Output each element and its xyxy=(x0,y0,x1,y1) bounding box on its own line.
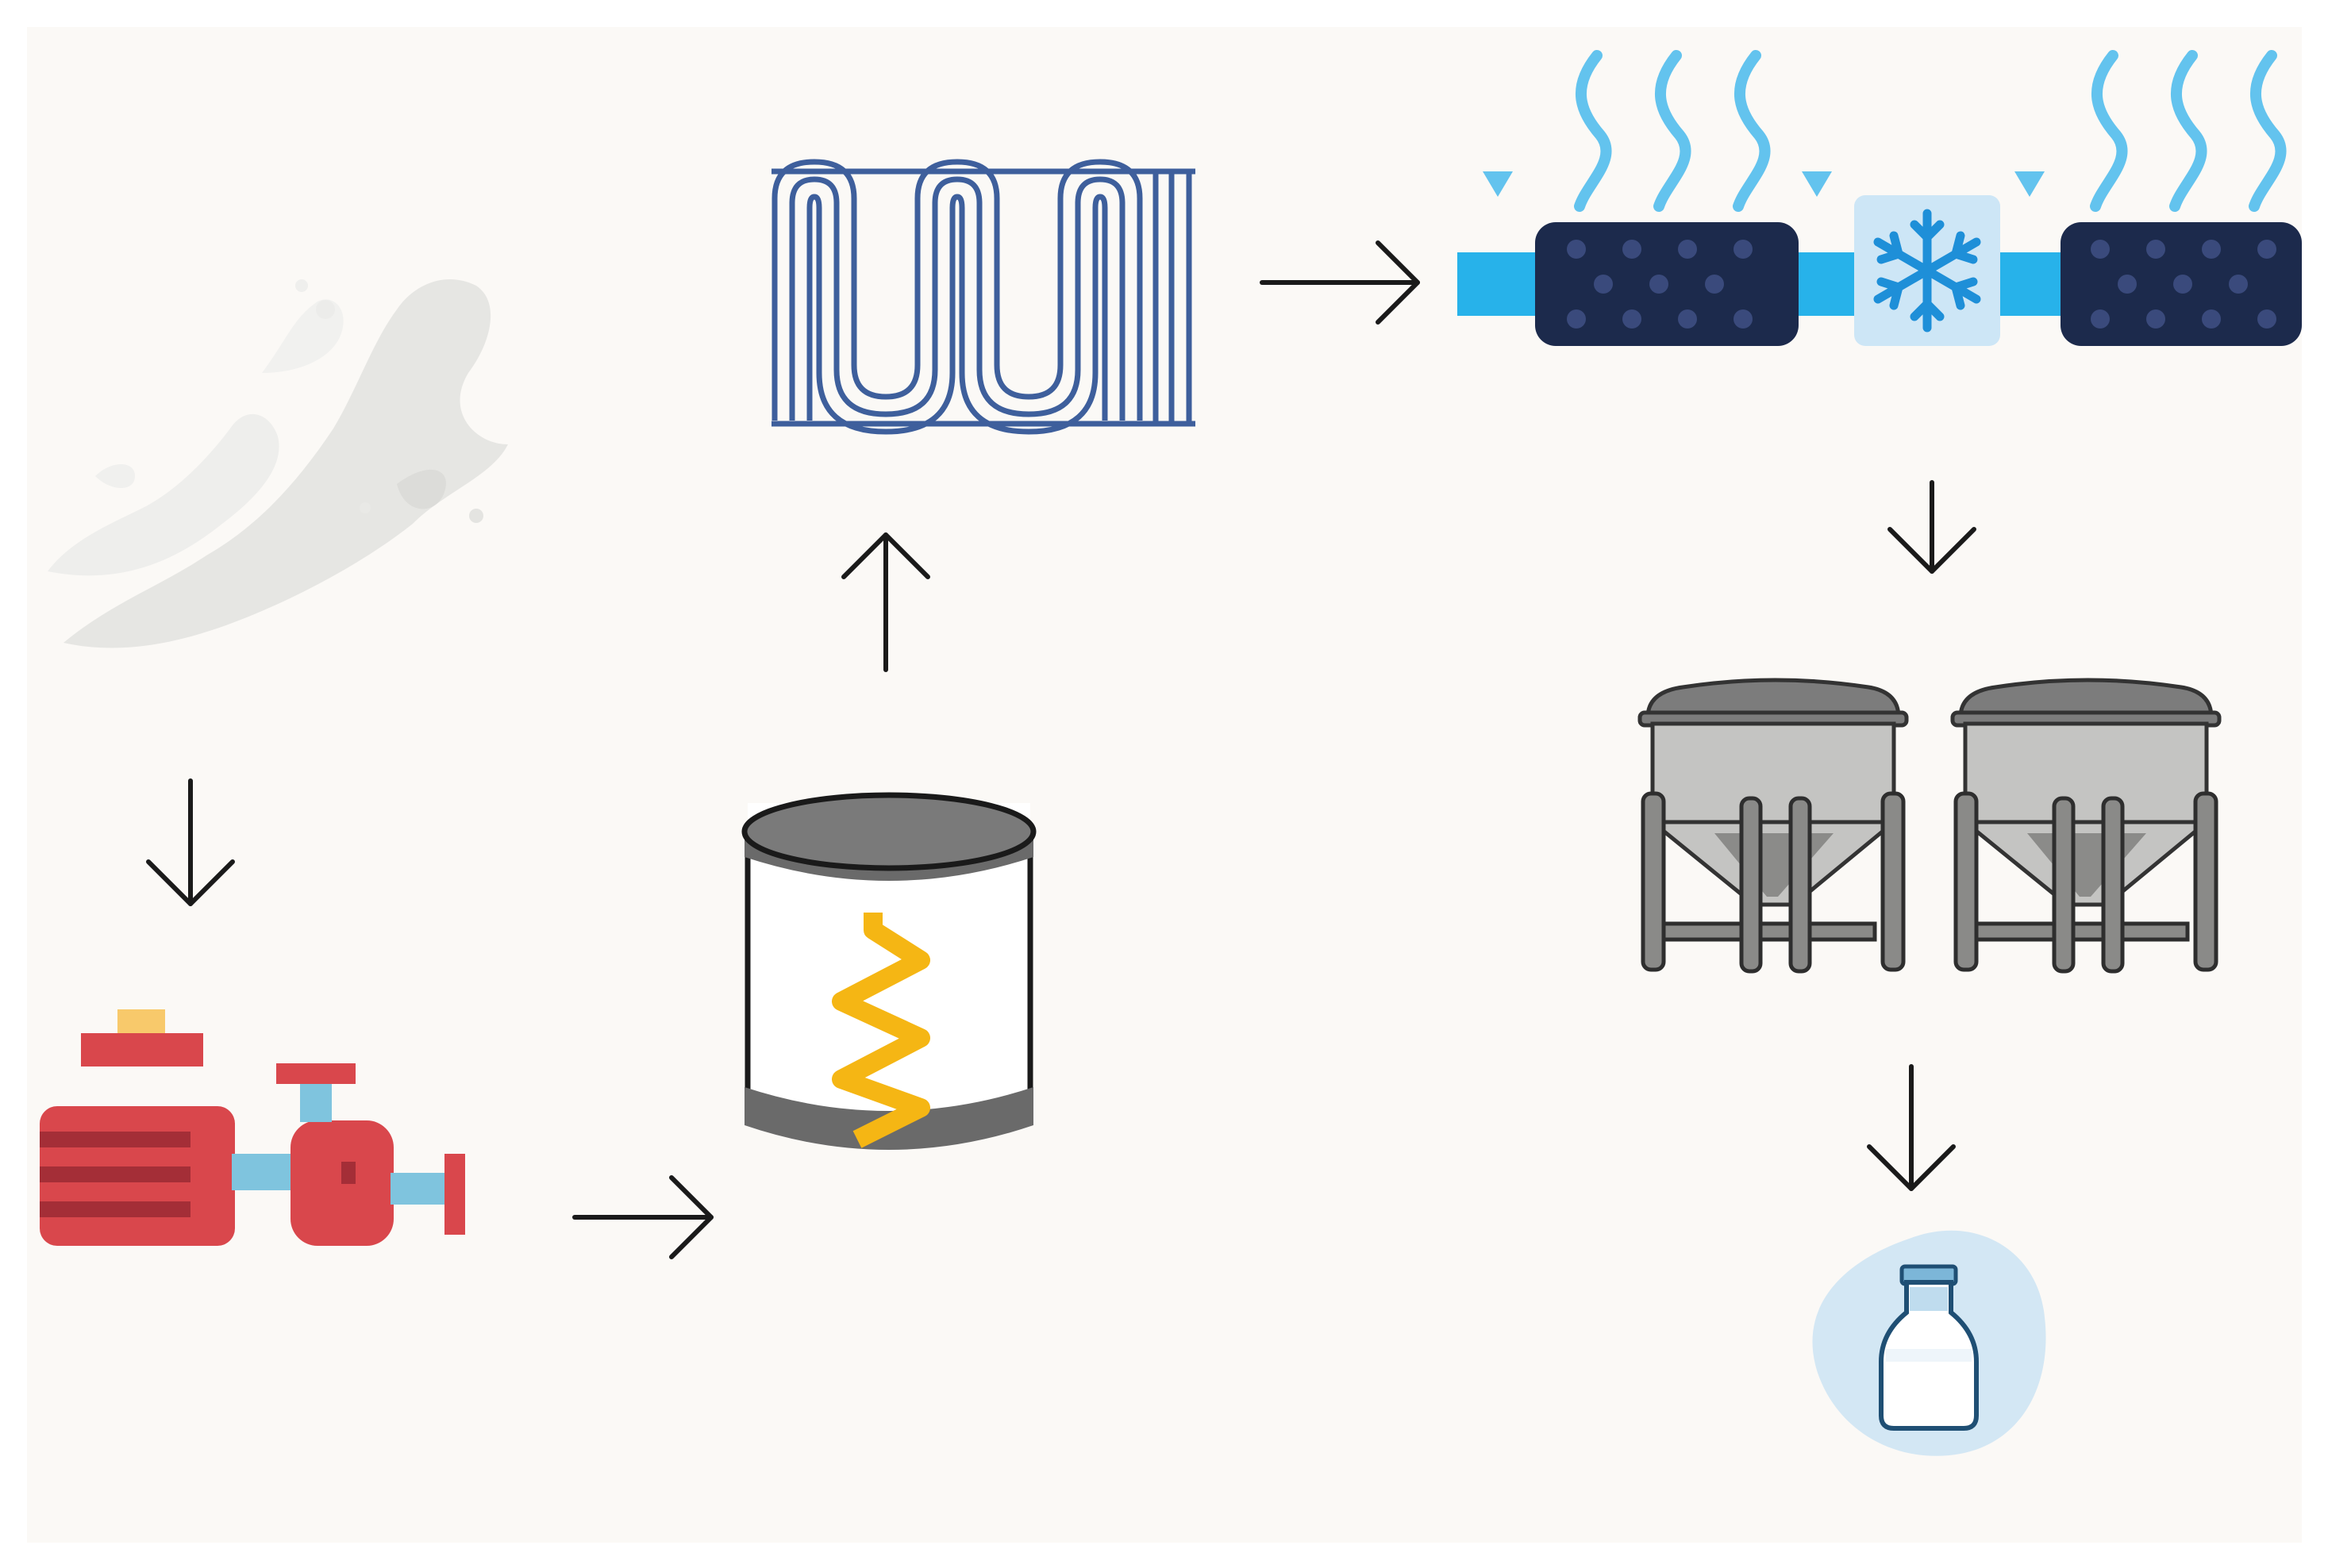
milk-bottle-icon xyxy=(1812,1230,2046,1456)
arrow-right-1 xyxy=(572,1175,714,1259)
arrow-down-1 xyxy=(146,778,235,906)
snowflake-icon xyxy=(1873,209,1981,332)
pump-icon xyxy=(40,1009,465,1246)
milk-splash-icon xyxy=(48,279,508,648)
vapor-icon xyxy=(1574,50,2287,212)
cooling-unit-icon xyxy=(1457,50,2302,346)
arrow-right-2 xyxy=(1260,240,1420,325)
arrow-down-2 xyxy=(1887,480,1976,574)
storage-silos-icon xyxy=(1637,678,2222,974)
plate-heat-exchanger-icon xyxy=(772,159,1195,435)
diagram-panel xyxy=(27,27,2302,1543)
arrow-up-1 xyxy=(841,532,930,672)
silo-1 xyxy=(1637,678,1909,974)
heating-tank-icon xyxy=(741,792,1037,1150)
cooler-dots xyxy=(1567,240,2276,329)
silo-2 xyxy=(1950,678,2222,974)
arrow-down-3 xyxy=(1867,1064,1956,1191)
process-flow-diagram xyxy=(27,27,2302,1543)
